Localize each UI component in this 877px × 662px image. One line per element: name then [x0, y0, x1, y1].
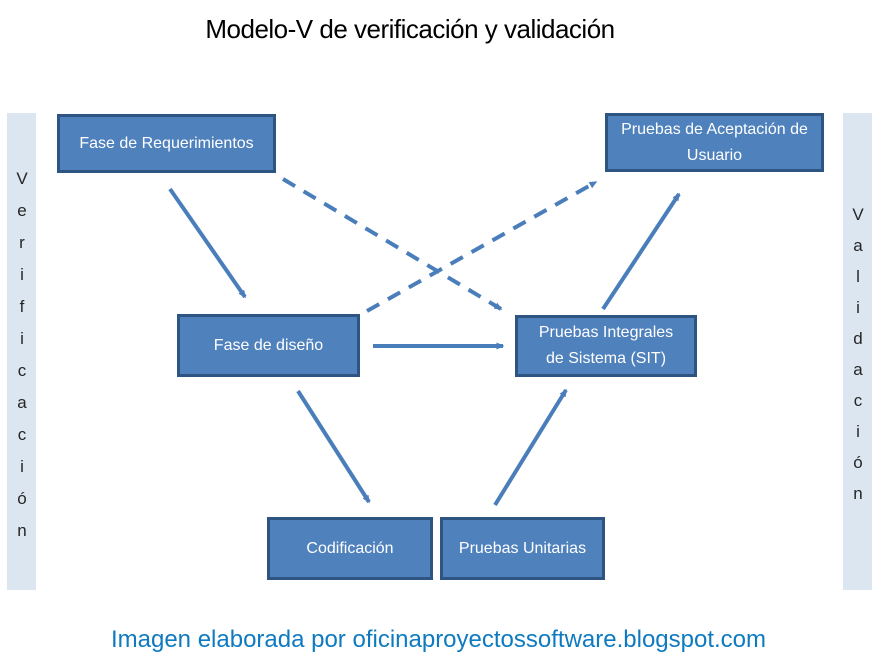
node-pruebas-unitarias-label: Pruebas Unitarias	[458, 539, 587, 557]
verification-bar: Verificación	[7, 113, 36, 590]
node-pruebas-integrales: Pruebas Integrales de Sistema (SIT)	[515, 315, 697, 377]
diagram-title: Modelo-V de verificación y validación	[205, 14, 615, 44]
validation-bar: Validación	[843, 113, 872, 590]
node-pruebas-aceptacion: Pruebas de Aceptación de Usuario	[605, 113, 824, 172]
arrow-requerimientos-to-integrales-dashed	[281, 177, 503, 311]
node-codificacion: Codificación	[267, 517, 433, 580]
node-codificacion-label: Codificación	[306, 539, 394, 557]
node-fase-requerimientos-label: Fase de Requerimientos	[79, 134, 254, 152]
arrow-requerimientos-to-diseno	[168, 187, 247, 299]
node-fase-requerimientos: Fase de Requerimientos	[57, 114, 276, 173]
arrow-diseno-to-aceptacion-dashed	[366, 180, 598, 313]
arrow-diseno-to-codificacion	[296, 389, 371, 504]
arrow-integrales-to-aceptacion	[601, 192, 681, 311]
arrow-unitarias-to-integrales	[493, 388, 568, 507]
node-fase-diseno: Fase de diseño	[177, 314, 360, 377]
node-pruebas-unitarias: Pruebas Unitarias	[440, 517, 605, 580]
verification-bar-label: Verificación	[12, 169, 32, 553]
node-pruebas-integrales-label: Pruebas Integrales de Sistema (SIT)	[538, 324, 674, 367]
validation-bar-label: Validación	[848, 205, 868, 515]
node-pruebas-aceptacion-label: Pruebas de Aceptación de Usuario	[621, 120, 808, 164]
attribution-caption: Imagen elaborada por oficinaproyectossof…	[110, 626, 767, 653]
node-fase-diseno-label: Fase de diseño	[213, 336, 324, 354]
